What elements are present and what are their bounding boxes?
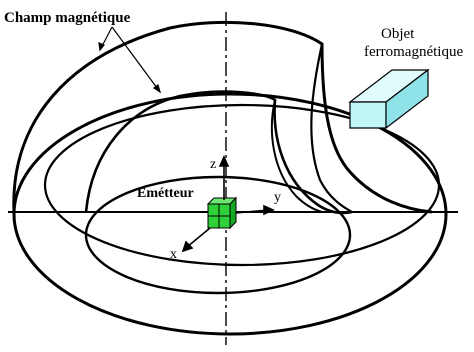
objet-label-line2: ferromagnétique [364, 44, 463, 60]
objet-label-line1: Objet [381, 26, 415, 42]
champ-arrows [99, 27, 160, 92]
emitter-cube [208, 198, 236, 228]
axis-z-label: z [210, 157, 216, 172]
ferromagnetic-object [350, 70, 428, 128]
champ-label: Champ magnétique [4, 10, 131, 26]
middle-field-ellipse [45, 105, 439, 265]
axis-y-label: y [274, 190, 281, 205]
outer-loop-cut-edge [311, 44, 352, 212]
object-front-face [350, 102, 386, 128]
emetteur-label: Emétteur [137, 186, 194, 201]
axis-x-label: x [170, 247, 177, 262]
emitter-side-face [230, 198, 236, 228]
inner-field-ellipse [86, 177, 350, 293]
